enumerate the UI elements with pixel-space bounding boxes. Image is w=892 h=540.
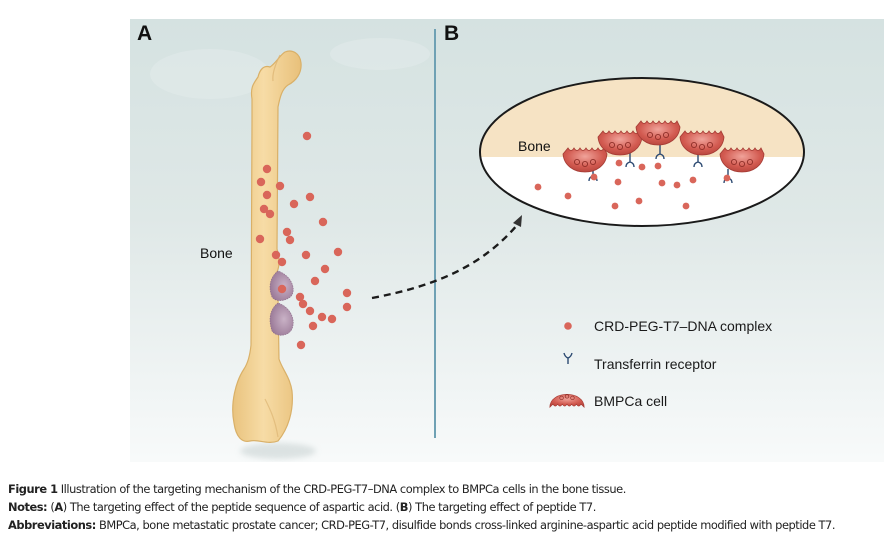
complex-dot bbox=[342, 302, 352, 312]
figure-caption: Figure 1 Illustration of the targeting m… bbox=[8, 482, 626, 496]
legend-label-complex: CRD-PEG-T7–DNA complex bbox=[594, 318, 773, 334]
complex-dot bbox=[302, 131, 312, 141]
bone-label-b: Bone bbox=[518, 138, 551, 154]
complex-dot bbox=[534, 183, 542, 191]
complex-dot bbox=[327, 314, 337, 324]
complex-dot bbox=[301, 250, 311, 260]
notes-label: Notes: bbox=[8, 500, 48, 514]
bone-surface-ellipse bbox=[479, 77, 805, 227]
complex-dot bbox=[262, 164, 272, 174]
illustration-canvas bbox=[150, 29, 805, 459]
abbreviations-text: BMPCa, bone metastatic prostate cancer; … bbox=[95, 518, 836, 532]
complex-dot bbox=[673, 181, 681, 189]
abbreviations-label: Abbreviations: bbox=[8, 518, 96, 532]
notes-ref-a: A bbox=[54, 500, 63, 514]
y-receptor-icon bbox=[563, 352, 573, 364]
notes-text: ) The targeting effect of peptide T7. bbox=[408, 500, 596, 514]
bone-label-a: Bone bbox=[200, 245, 233, 261]
notes-text: ( bbox=[47, 500, 55, 514]
complex-dot bbox=[282, 227, 292, 237]
complex-dot bbox=[590, 173, 598, 181]
notes-ref-b: B bbox=[399, 500, 409, 514]
panel-label-b: B bbox=[444, 22, 460, 45]
complex-dots-panel-b bbox=[534, 159, 731, 210]
complex-dot bbox=[259, 204, 269, 214]
figure-caption-text: Illustration of the targeting mechanism … bbox=[57, 482, 627, 496]
figure-illustration: A B Bone Bone CRD-PEG-T7–DNA complex Tra… bbox=[130, 19, 884, 462]
complex-dot bbox=[305, 306, 315, 316]
complex-dot bbox=[318, 217, 328, 227]
complex-dot bbox=[638, 163, 646, 171]
complex-dot bbox=[654, 162, 662, 170]
complex-dot bbox=[682, 202, 690, 210]
complex-dot bbox=[564, 192, 572, 200]
complex-dot bbox=[277, 284, 287, 294]
complex-dot bbox=[308, 321, 318, 331]
complex-dot bbox=[342, 288, 352, 298]
red-dot-icon bbox=[564, 322, 572, 330]
complex-dot bbox=[265, 209, 275, 219]
complex-dot bbox=[635, 197, 643, 205]
background-cloud bbox=[150, 49, 270, 99]
complex-dot bbox=[689, 176, 697, 184]
panel-label-a: A bbox=[137, 22, 153, 45]
complex-dot bbox=[611, 202, 619, 210]
legend-label-cell: BMPCa cell bbox=[594, 393, 668, 409]
complex-dot bbox=[317, 312, 327, 322]
background-cloud bbox=[330, 38, 430, 70]
complex-dot bbox=[615, 159, 623, 167]
complex-dot bbox=[275, 181, 285, 191]
complex-dot bbox=[271, 250, 281, 260]
complex-dot bbox=[295, 292, 305, 302]
complex-dot bbox=[298, 299, 308, 309]
complex-dot bbox=[256, 177, 266, 187]
complex-dot bbox=[320, 264, 330, 274]
legend-label-receptor: Transferrin receptor bbox=[594, 356, 717, 372]
complex-dot bbox=[255, 234, 265, 244]
complex-dot bbox=[723, 174, 731, 182]
complex-dot bbox=[658, 179, 666, 187]
figure-notes: Notes: (A) The targeting effect of the p… bbox=[8, 500, 596, 514]
complex-dot bbox=[289, 199, 299, 209]
complex-dot bbox=[305, 192, 315, 202]
complex-dot bbox=[296, 340, 306, 350]
complex-dot bbox=[262, 190, 272, 200]
complex-dot bbox=[277, 257, 287, 267]
dashed-arrow bbox=[371, 215, 522, 300]
complex-dot bbox=[333, 247, 343, 257]
complex-dot bbox=[614, 178, 622, 186]
complex-dot bbox=[285, 235, 295, 245]
bmpca-cell-icon bbox=[549, 394, 585, 408]
figure-label: Figure 1 bbox=[8, 482, 58, 496]
figure-abbreviations: Abbreviations: BMPCa, bone metastatic pr… bbox=[8, 518, 835, 532]
complex-dot bbox=[310, 276, 320, 286]
complex-dots-panel-a bbox=[255, 131, 352, 350]
notes-text: ) The targeting effect of the peptide se… bbox=[62, 500, 401, 514]
